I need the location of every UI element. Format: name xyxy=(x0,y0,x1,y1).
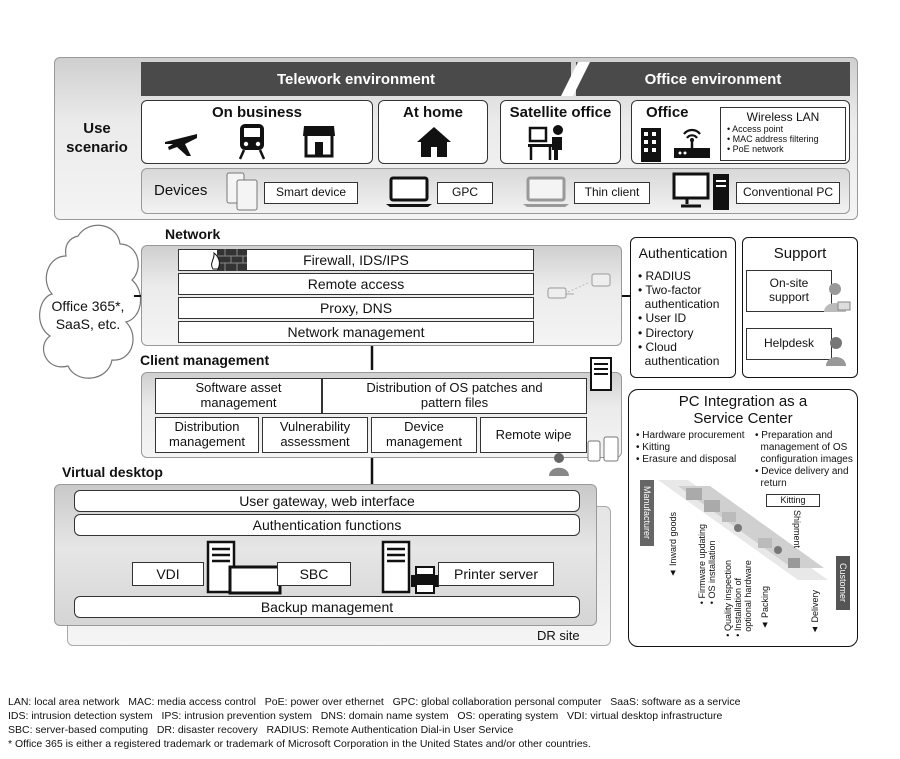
monitor-icon xyxy=(228,565,282,595)
device-smart-device: Smart device xyxy=(264,182,358,204)
pc-integration-item: • Device delivery and return xyxy=(755,466,849,489)
device-thin-client: Thin client xyxy=(574,182,650,204)
flow-step-packing: ▲ Packing xyxy=(760,586,770,631)
airplane-icon xyxy=(165,134,197,156)
train-icon xyxy=(238,124,266,160)
wireless-lan-item: • Access point xyxy=(727,124,784,134)
network-item-proxy-dns: Proxy, DNS xyxy=(178,297,534,319)
authentication-functions: Authentication functions xyxy=(74,514,580,536)
wireless-lan-box: Wireless LAN • Access point • MAC addres… xyxy=(720,107,846,161)
cloud-icon xyxy=(39,224,142,379)
device-conventional-pc: Conventional PC xyxy=(736,182,840,204)
shipment-label: Shipment xyxy=(792,510,802,549)
pc-integration-right-list: • Preparation and management of OS confi… xyxy=(755,430,853,490)
vdi-server-icon xyxy=(206,540,236,594)
device-gpc: GPC xyxy=(437,182,493,204)
devices-label: Devices xyxy=(154,182,208,199)
footnote-line: IDS: intrusion detection system IPS: int… xyxy=(8,709,723,722)
authentication-box xyxy=(630,237,736,378)
flow-step-quality: • Quality inspection • Installation of o… xyxy=(723,560,753,637)
authentication-item: • Cloud authentication xyxy=(638,339,720,368)
helpdesk-box: Helpdesk xyxy=(746,328,832,360)
pc-integration-left-list: • Hardware procurement • Kitting • Erasu… xyxy=(636,430,745,466)
satellite-office-title: Satellite office xyxy=(509,104,612,121)
thin-client-icon xyxy=(523,176,569,207)
authentication-item: • Two-factor authentication xyxy=(638,283,720,312)
devices-strip xyxy=(141,168,850,214)
authentication-item: • User ID xyxy=(638,311,687,326)
person-at-desk-icon xyxy=(528,125,563,160)
printer-icon xyxy=(411,566,439,594)
dr-site-label: DR site xyxy=(537,628,580,643)
vdi-box: VDI xyxy=(132,562,204,586)
pc-integration-item: • Preparation and management of OS confi… xyxy=(755,430,853,465)
technician-icon xyxy=(824,283,851,312)
firewall-icon xyxy=(211,249,247,271)
server-icon xyxy=(590,357,612,391)
manufacturer-label: Manufacturer xyxy=(640,480,654,546)
office-title: Office xyxy=(646,104,689,121)
network-item-firewall: Firewall, IDS/IPS xyxy=(178,249,534,271)
footnote-line: * Office 365 is either a registered trad… xyxy=(8,737,591,750)
vulnerability-assessment: Vulnerability assessment xyxy=(262,417,368,453)
office-header: Office environment xyxy=(576,62,850,96)
flow-step-inward-goods: ▲ Inward goods xyxy=(668,512,678,579)
kitting-label: Kitting xyxy=(766,494,820,507)
software-asset-management: Software asset management xyxy=(155,378,322,414)
cloud-label: Office 365*, SaaS, etc. xyxy=(51,298,125,333)
footnotes: LAN: local area network MAC: media acces… xyxy=(8,696,888,751)
house-icon xyxy=(417,127,451,157)
network-device-icon xyxy=(547,273,611,299)
client-management-title: Client management xyxy=(140,352,270,368)
device-management: Device management xyxy=(371,417,477,453)
store-icon xyxy=(303,126,335,158)
on-business-title: On business xyxy=(211,104,303,121)
flow-step-firmware: • Firmware updating • OS installation xyxy=(697,524,717,605)
use-scenario-label: Use scenario xyxy=(66,120,128,156)
admin-person-icon xyxy=(549,453,569,476)
backup-management: Backup management xyxy=(74,596,580,618)
network-title: Network xyxy=(165,226,221,242)
remote-wipe: Remote wipe xyxy=(480,417,587,453)
desktop-pc-icon xyxy=(672,172,729,210)
virtual-desktop-title: Virtual desktop xyxy=(62,464,163,480)
pc-integration-title: PC Integration as a Service Center xyxy=(678,393,808,428)
kitting-flow-illustration xyxy=(658,480,828,580)
authentication-title: Authentication xyxy=(638,245,728,261)
onsite-support-box: On-site support xyxy=(746,270,832,312)
building-icon xyxy=(641,128,661,162)
authentication-list: • RADIUS • Two-factor authentication • U… xyxy=(638,269,734,368)
wireless-lan-item: • PoE network xyxy=(727,144,784,154)
smart-device-icon xyxy=(226,172,258,211)
support-title: Support xyxy=(773,245,827,262)
sbc-box: SBC xyxy=(277,562,351,586)
user-gateway: User gateway, web interface xyxy=(74,490,580,512)
distribution-management: Distribution management xyxy=(155,417,259,453)
at-home-title: At home xyxy=(403,104,463,121)
laptop-icon xyxy=(386,176,432,207)
satellite-office-box xyxy=(500,100,621,164)
printer-server-box: Printer server xyxy=(438,562,554,586)
network-item-remote-access: Remote access xyxy=(178,273,534,295)
flow-step-delivery: ▲ Delivery xyxy=(810,590,820,636)
footnote-line: SBC: server-based computing DR: disaster… xyxy=(8,723,514,736)
wireless-lan-title: Wireless LAN xyxy=(746,110,820,124)
network-item-network-management: Network management xyxy=(178,321,534,343)
authentication-item: • RADIUS xyxy=(638,269,691,283)
telework-header: Telework environment xyxy=(141,62,571,96)
pc-integration-item: • Hardware procurement xyxy=(636,430,745,441)
mobile-devices-icon xyxy=(587,436,619,462)
helpdesk-operator-icon xyxy=(826,337,846,366)
authentication-item: • Directory xyxy=(638,325,694,340)
customer-label: Customer xyxy=(836,556,850,610)
pc-integration-item: • Erasure and disposal xyxy=(636,454,737,465)
router-icon xyxy=(674,128,710,158)
footnote-line: LAN: local area network MAC: media acces… xyxy=(8,696,741,708)
sbc-server-icon xyxy=(381,540,411,594)
pc-integration-item: • Kitting xyxy=(636,442,671,453)
distribution-of-os-patches: Distribution of OS patches and pattern f… xyxy=(322,378,587,414)
wireless-lan-item: • MAC address filtering xyxy=(727,134,819,144)
